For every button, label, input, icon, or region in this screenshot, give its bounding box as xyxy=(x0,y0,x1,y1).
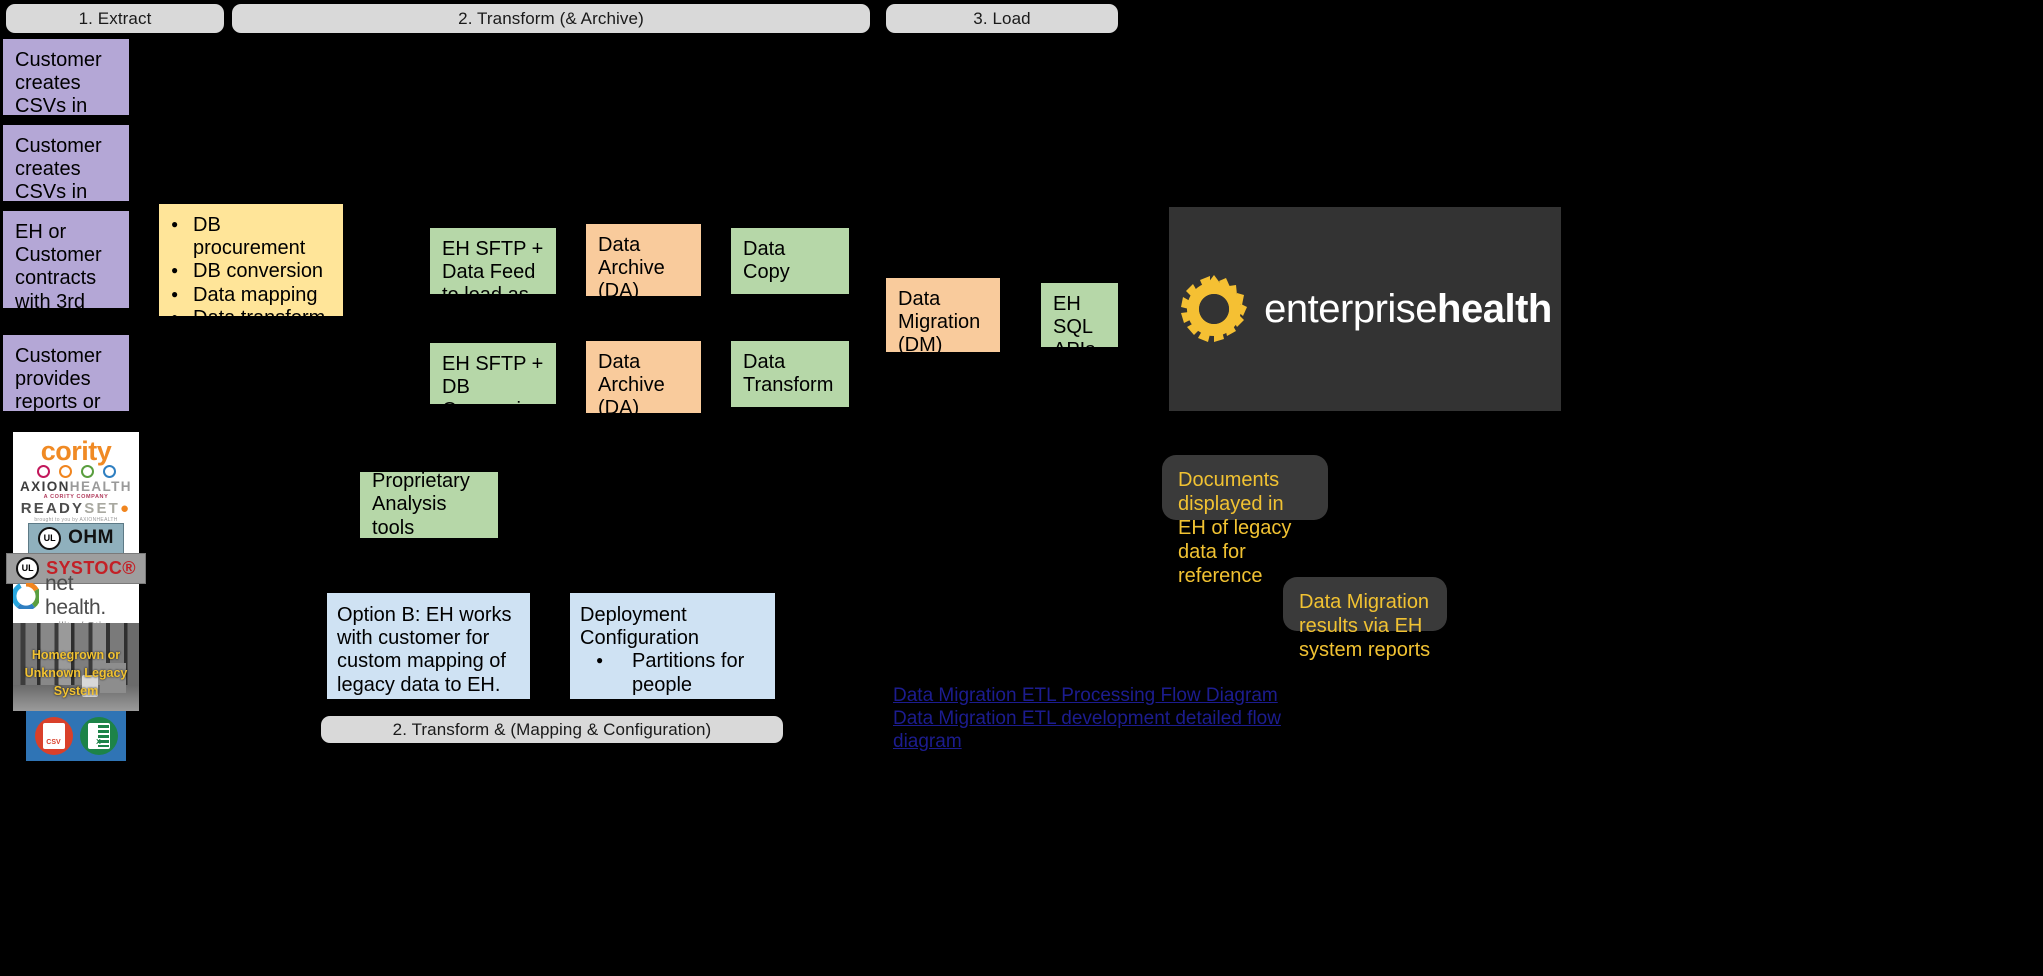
axion-light: HEALTH xyxy=(69,479,132,494)
enterprise-health-wordmark: enterprisehealth xyxy=(1264,287,1552,332)
wordmark-health: health xyxy=(1437,286,1552,331)
logo-cority: cority xyxy=(13,436,139,466)
deployment-heading: Deployment Configuration xyxy=(580,604,699,650)
cority-wordmark: cority xyxy=(40,436,112,466)
logo-readyset: READYSET● brought to you by AXIONHEALTH xyxy=(13,500,139,523)
list-item: Partitions for people xyxy=(580,650,765,696)
readyset-dot-icon: ● xyxy=(120,500,132,517)
load-box-eh-sql-apis: EH SQL APIs xyxy=(1041,283,1118,361)
csv-sheet-glyph: CSV xyxy=(42,723,65,749)
wordmark-enterprise: enterprise xyxy=(1264,286,1438,331)
extract-box-reports-backup: Customer provides reports or backup of L… xyxy=(3,335,129,483)
excel-file-icon: X xyxy=(79,717,118,755)
archive-box-da-tables-2: Data Archive (DA) Tables (data stored lo… xyxy=(586,341,701,535)
net-health-lockup: net health. xyxy=(11,572,139,620)
phase-pill-transform-mapping[interactable]: 2. Transform & (Mapping & Configuration) xyxy=(321,716,783,743)
extract-box-csv-frontend: Customer creates CSVs in EH (front-end) … xyxy=(3,39,129,187)
transform-box-sftp-data-feed: EH SFTP + Data Feed to load as-is xyxy=(430,228,556,330)
enterprise-health-logo-panel: enterprisehealth xyxy=(1169,207,1561,411)
extract-box-third-party-etl: EH or Customer contracts with 3rd party … xyxy=(3,211,129,382)
logo-ohm: UL OHM xyxy=(13,522,139,554)
axion-subtitle: A CORITY COMPANY xyxy=(43,494,109,500)
sunburst-ring-icon xyxy=(1178,273,1250,345)
excel-label: X xyxy=(96,739,101,746)
net-health-wordmark: net health. xyxy=(45,572,106,619)
transform-box-data-copy: Data Copy xyxy=(731,228,849,294)
list-item: DB conversion xyxy=(167,260,335,283)
file-format-icons: CSV X xyxy=(13,711,139,761)
diagram-links: Data Migration ETL Processing Flow Diagr… xyxy=(893,684,1293,754)
phase-pill-load[interactable]: 3. Load xyxy=(886,4,1118,33)
readyset-ready: READY xyxy=(20,500,85,517)
legacy-vendor-logo-stack: cority AXIONHEALTH A CORITY COMPANY READ… xyxy=(6,432,146,761)
extract-box-csv-sql: Customer creates CSVs in EH (SQL) API fo… xyxy=(3,125,129,250)
mainframe-photo: Homegrown or Unknown Legacy System xyxy=(13,623,139,711)
transform-box-data-transform: Data Transform xyxy=(731,341,849,407)
axion-bold: AXION xyxy=(20,479,70,494)
logo-net-health: net health. agility / Stix xyxy=(11,572,139,634)
readyset-wordmark: READYSET● xyxy=(21,500,132,517)
readyset-set: SET xyxy=(84,500,121,517)
csv-label: CSV xyxy=(46,739,61,746)
load-box-dm-tables: Data Migration (DM) Tables (data staged … xyxy=(886,278,1000,449)
phase-pill-extract[interactable]: 1. Extract xyxy=(6,4,224,33)
list-item: Data mapping xyxy=(167,284,335,307)
systoc-wordmark: SYSTOC® xyxy=(46,557,136,578)
mapping-box-deployment-configuration: Deployment Configuration Partitions for … xyxy=(570,593,775,788)
net-health-ring-icon xyxy=(11,581,41,611)
option-b-heading: Option B: EH works with customer for cus… xyxy=(337,604,512,696)
logo-systoc: UL SYSTOC® xyxy=(6,552,146,584)
systoc-badge: UL SYSTOC® xyxy=(6,552,146,584)
list-item: CVX codes xyxy=(337,697,520,720)
list-item: Data transform xyxy=(167,307,335,330)
axion-dots-icon xyxy=(36,465,116,478)
ohm-wordmark: OHM xyxy=(68,527,114,548)
legacy-system-caption: Homegrown or Unknown Legacy System xyxy=(24,647,128,699)
csv-file-icon: CSV xyxy=(34,717,73,755)
ul-certification-icon: UL xyxy=(38,526,62,550)
third-party-task-items: DB procurement DB conversion Data mappin… xyxy=(167,214,335,376)
transform-box-sftp-db-conversion: EH SFTP + DB Conversion tools xyxy=(430,343,556,445)
ohm-badge: UL OHM xyxy=(28,522,124,554)
photo-chair xyxy=(82,675,99,697)
callout-documents-displayed: Documents displayed in EH of legacy data… xyxy=(1162,455,1328,587)
transform-box-proprietary-tools: Proprietary Analysis tools xyxy=(360,470,498,539)
logo-axion-health: AXIONHEALTH A CORITY COMPANY xyxy=(13,465,139,500)
list-item: Data validation assistance xyxy=(167,330,335,376)
list-item: Observations xyxy=(580,697,765,720)
mapping-box-option-b: Option B: EH works with customer for cus… xyxy=(327,593,530,742)
list-item: DB procurement xyxy=(167,214,335,260)
files-badge: CSV X xyxy=(26,711,126,761)
link-etl-processing-flow-diagram[interactable]: Data Migration ETL Processing Flow Diagr… xyxy=(893,685,1278,706)
legacy-system-photo: Homegrown or Unknown Legacy System xyxy=(13,623,139,711)
enterprise-health-logo: enterprisehealth xyxy=(1178,273,1552,345)
axion-wordmark: AXIONHEALTH xyxy=(20,479,132,494)
deployment-footer: & more xyxy=(580,766,645,789)
deployment-items: Partitions for people Observations Healt… xyxy=(580,650,765,766)
ul-certification-icon: UL xyxy=(16,556,40,580)
photo-cabinet xyxy=(100,663,127,693)
readyset-subtitle: brought to you by AXIONHEALTH xyxy=(34,517,118,523)
link-etl-development-detailed-flow-diagram[interactable]: Data Migration ETL development detailed … xyxy=(893,708,1281,753)
callout-dm-results: Data Migration results via EH system rep… xyxy=(1283,577,1447,661)
third-party-task-list: DB procurement DB conversion Data mappin… xyxy=(159,204,343,375)
archive-box-da-tables-1: Data Archive (DA) Tables (data stored lo… xyxy=(586,224,701,418)
excel-grid-glyph xyxy=(97,725,109,747)
excel-sheet-glyph: X xyxy=(87,723,110,749)
phase-pill-transform-archive[interactable]: 2. Transform (& Archive) xyxy=(232,4,870,33)
